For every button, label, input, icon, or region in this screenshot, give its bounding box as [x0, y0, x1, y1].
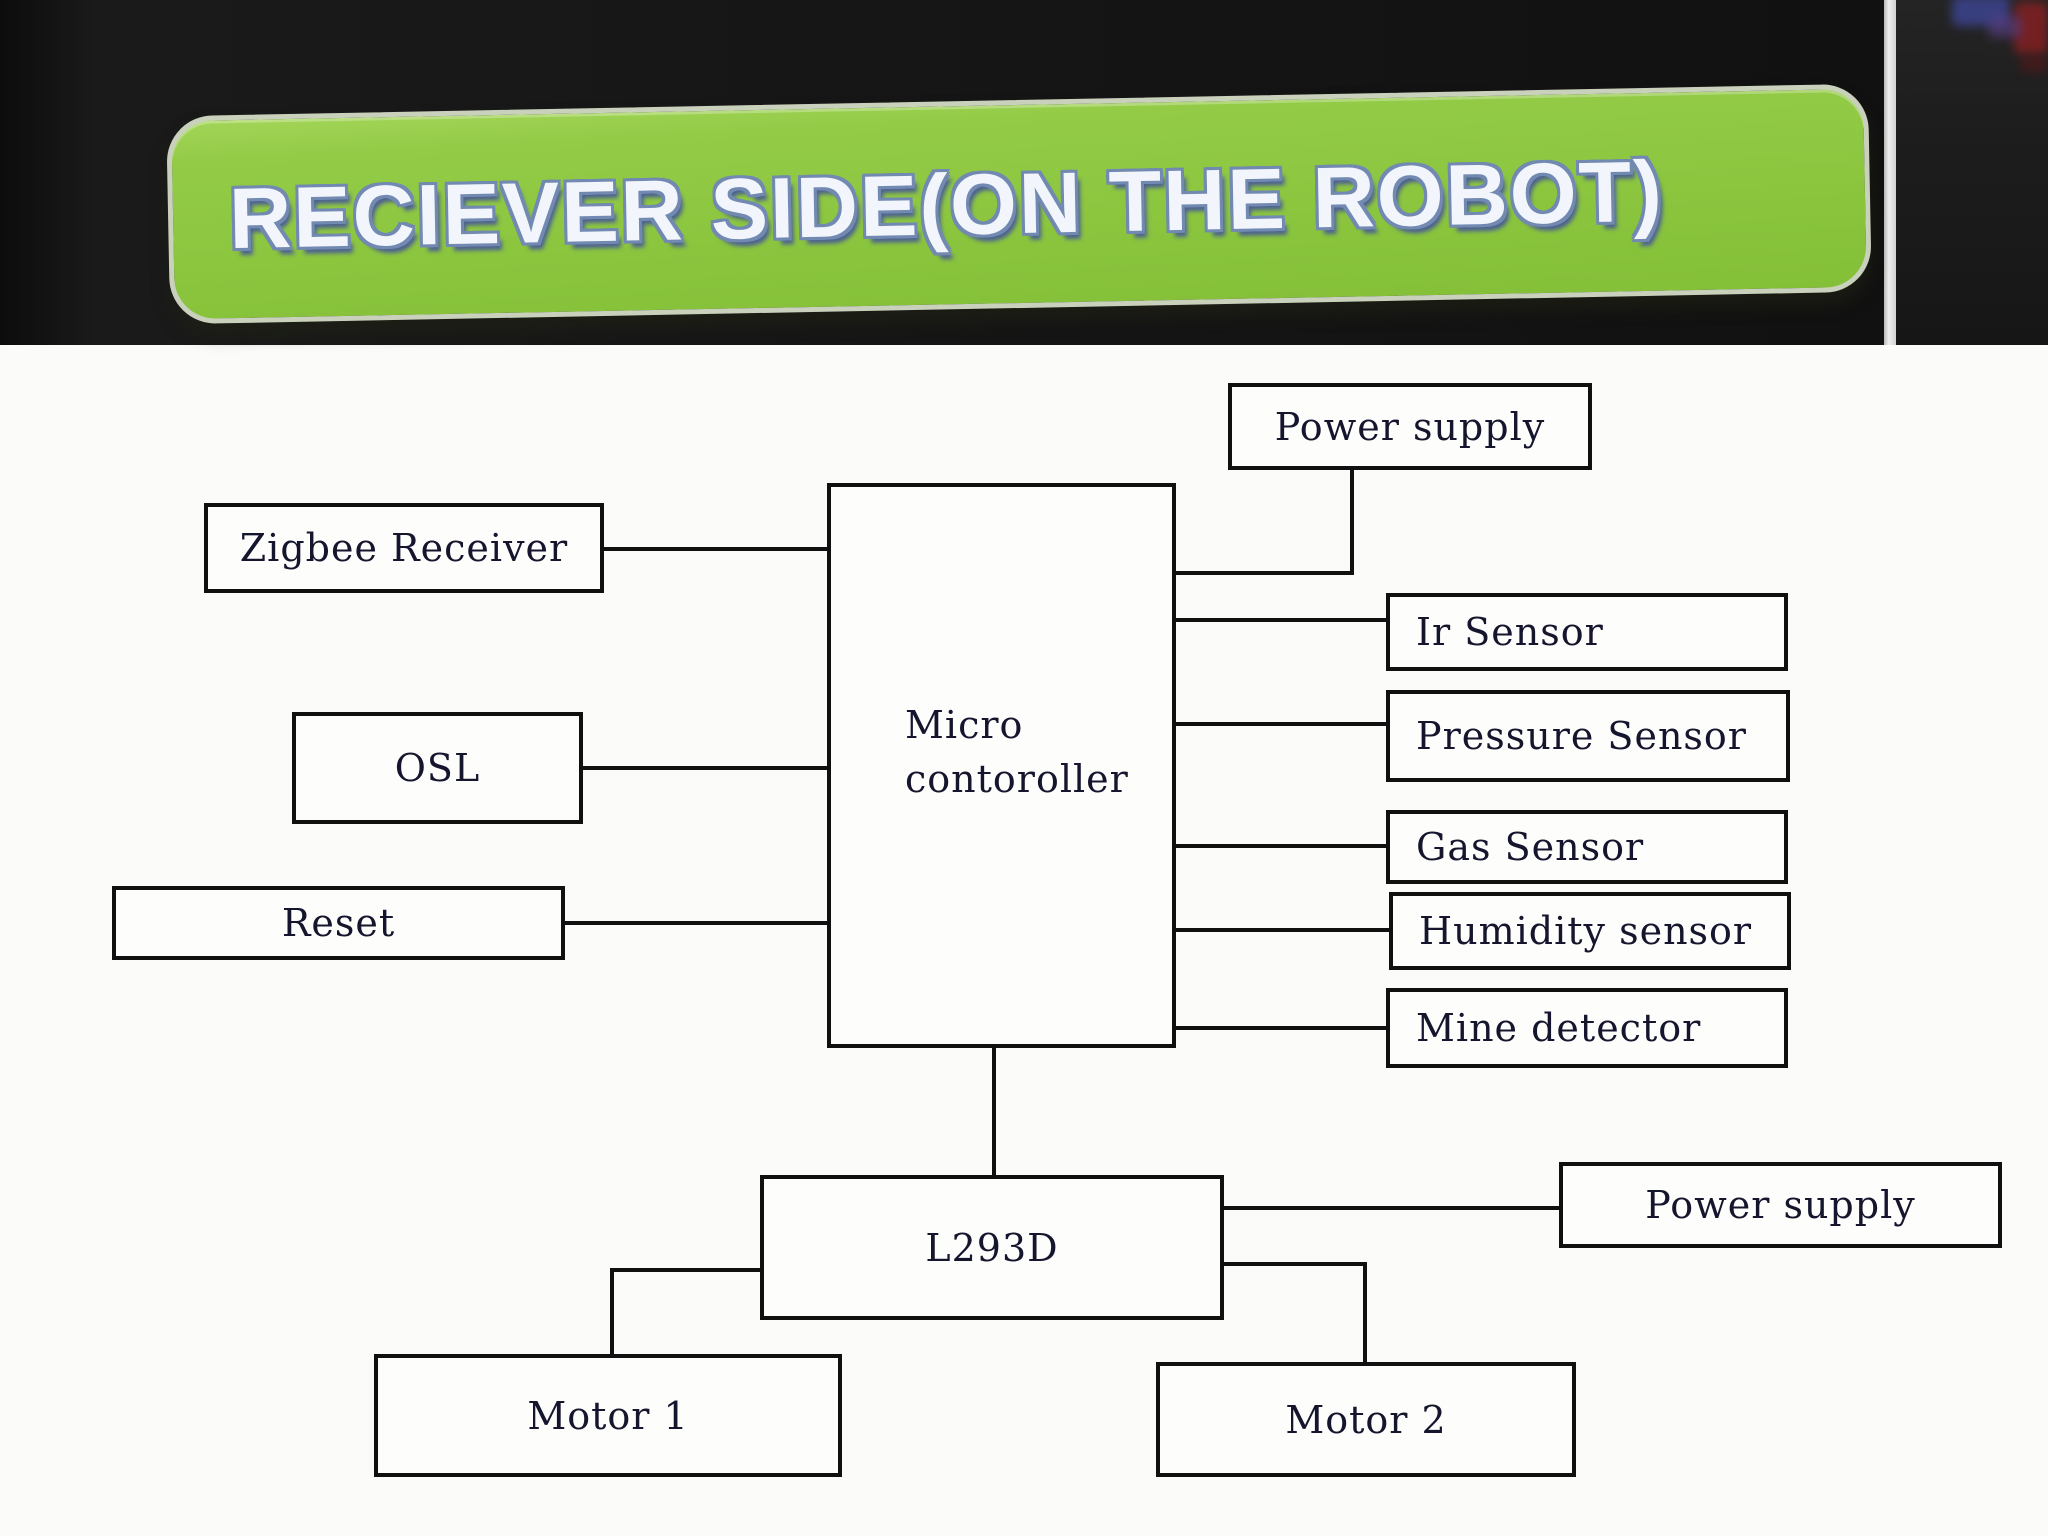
edge-micro-humidity	[1172, 928, 1393, 932]
node-label: Pressure Sensor	[1416, 714, 1747, 758]
node-power-supply-bottom: Power supply	[1559, 1162, 2002, 1248]
edge-micro-mine	[1172, 1026, 1390, 1030]
node-l293d: L293D	[760, 1175, 1224, 1320]
node-label: Micro contoroller	[905, 703, 1129, 801]
node-label: Motor 2	[1285, 1397, 1447, 1442]
edge-osl-micro	[579, 766, 831, 770]
node-reset: Reset	[112, 886, 565, 960]
edge-power-top-micro	[1172, 571, 1354, 575]
node-label: Reset	[281, 901, 396, 945]
edge-power-top-drop	[1350, 468, 1354, 575]
node-zigbee-receiver: Zigbee Receiver	[204, 503, 604, 593]
title-banner: RECIEVER SIDE(ON THE ROBOT)	[166, 83, 1872, 325]
node-humidity-sensor: Humidity sensor	[1389, 892, 1791, 970]
node-label: Power supply	[1274, 404, 1546, 449]
node-label: Humidity sensor	[1419, 909, 1753, 953]
edge-micro-pressure	[1172, 722, 1390, 726]
edge-micro-l293d	[992, 1044, 996, 1179]
node-mine-detector: Mine detector	[1386, 988, 1788, 1068]
node-gas-sensor: Gas Sensor	[1386, 810, 1788, 884]
node-motor-2: Motor 2	[1156, 1362, 1576, 1477]
node-micro-controller: Micro contoroller	[827, 483, 1176, 1048]
slide-title: RECIEVER SIDE(ON THE ROBOT)	[228, 143, 1665, 267]
node-power-supply-top: Power supply	[1228, 383, 1592, 470]
node-label: Power supply	[1645, 1183, 1916, 1227]
edge-l293d-motor1-h	[610, 1268, 764, 1272]
node-label: OSL	[394, 746, 481, 790]
node-label: Motor 1	[527, 1393, 689, 1438]
vertical-separator-line	[1884, 0, 1896, 345]
node-label: Mine detector	[1416, 1006, 1702, 1050]
edge-l293d-motor2-h	[1220, 1262, 1367, 1266]
edge-zigbee-micro	[600, 547, 831, 551]
node-osl: OSL	[292, 712, 583, 824]
edge-l293d-motor1-v	[610, 1268, 614, 1358]
edge-l293d-power-bottom	[1220, 1206, 1563, 1210]
edge-reset-micro	[561, 921, 831, 925]
node-label: Ir Sensor	[1416, 610, 1604, 654]
edge-l293d-motor2-v	[1363, 1262, 1367, 1366]
node-label: Gas Sensor	[1416, 825, 1645, 869]
node-label: Zigbee Receiver	[239, 526, 569, 570]
edge-micro-ir	[1172, 618, 1390, 622]
video-noise-purple	[1988, 16, 2022, 38]
node-ir-sensor: Ir Sensor	[1386, 593, 1788, 671]
node-pressure-sensor: Pressure Sensor	[1386, 690, 1790, 782]
node-label: L293D	[925, 1225, 1059, 1270]
edge-micro-gas	[1172, 844, 1390, 848]
node-motor-1: Motor 1	[374, 1354, 842, 1477]
video-noise-red-2	[2020, 56, 2048, 72]
